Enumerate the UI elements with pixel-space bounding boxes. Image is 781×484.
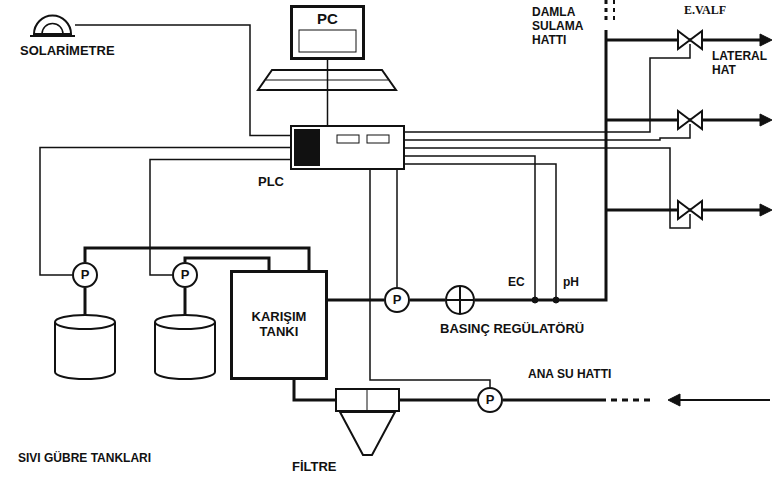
solarimeter-dome <box>34 16 71 35</box>
solarimeter-sensor <box>42 24 63 35</box>
pipe-connector <box>400 399 477 402</box>
pressure-regulator: BASINÇ REGÜLATÖRÜ <box>445 285 475 315</box>
drip-line-dashed <box>613 0 615 20</box>
filter-funnel <box>340 412 395 455</box>
fertilizer-tank <box>55 322 115 379</box>
solenoid-valve <box>678 31 690 49</box>
control-wire <box>327 60 329 125</box>
main-water-pipe <box>503 399 600 402</box>
filter-element <box>367 390 368 410</box>
lateral-arrow <box>760 204 772 216</box>
control-wire <box>150 160 290 276</box>
regulator-body <box>446 286 474 314</box>
solenoid-valve <box>690 201 702 219</box>
valve-wire <box>405 124 690 140</box>
ec-probe <box>532 297 538 303</box>
node-label: P <box>81 268 90 283</box>
control-wire <box>40 148 290 276</box>
plc-slot <box>367 135 389 143</box>
pipe-connector <box>85 248 309 270</box>
solarimeter-icon <box>30 12 75 38</box>
flow-arrow-line <box>678 399 770 401</box>
delivery-pipe <box>475 30 606 300</box>
filter: FİLTRE <box>335 388 400 412</box>
plc-detail <box>292 127 403 168</box>
pipe-label: LATERAL HAT <box>712 50 774 78</box>
pump: P <box>172 262 198 288</box>
control-wire <box>370 170 490 387</box>
plc-unit: PLC <box>290 125 405 170</box>
lateral-arrow <box>760 34 772 46</box>
control-wire <box>396 170 398 287</box>
solenoid-valve <box>678 201 690 219</box>
valve-wire <box>405 44 690 132</box>
solarimeter-base <box>30 35 75 37</box>
lateral-arrow <box>760 114 772 126</box>
fertilizer-tank-top <box>155 315 215 329</box>
pipe-connector <box>410 299 445 302</box>
node-label: P <box>181 268 190 283</box>
plc-module <box>294 129 320 166</box>
fertilizer-tank-top <box>55 315 115 329</box>
regulator-symbol <box>445 285 475 315</box>
pipe-connector <box>185 258 269 270</box>
node-label: PC <box>317 10 338 27</box>
pipe-connector <box>328 299 384 302</box>
sensor-wire <box>405 164 556 300</box>
suction-pipe <box>184 288 187 315</box>
plc-slot <box>337 135 359 143</box>
control-wire <box>75 25 290 136</box>
node-heading: PLC <box>258 175 284 190</box>
node-heading: BASINÇ REGÜLATÖRÜ <box>440 322 584 337</box>
pipe-connector <box>294 380 335 400</box>
regulator-cross <box>446 286 474 314</box>
pipe-label: ANA SU HATTI <box>528 368 611 382</box>
node-heading: SOLARİMETRE <box>20 44 115 59</box>
sensor-label: pH <box>563 276 579 290</box>
mixing-tank: KARIŞIM TANKI <box>230 270 328 380</box>
filter-detail <box>337 390 398 410</box>
solenoid-valve <box>678 111 690 129</box>
pump: P <box>384 287 410 313</box>
tank-label: SIVI GÜBRE TANKLARI <box>18 452 151 466</box>
screen-area <box>299 30 356 52</box>
pump: P <box>72 262 98 288</box>
computer-monitor: PC <box>290 5 365 60</box>
valve-wire <box>405 148 690 228</box>
suction-pipe <box>84 288 87 315</box>
sensor-wire <box>405 156 535 300</box>
node-label: P <box>486 393 495 408</box>
node-heading: FİLTRE <box>292 460 337 475</box>
fertilizer-tank <box>155 322 215 379</box>
solenoid-valve <box>690 31 702 49</box>
drip-line-dashed <box>605 0 608 20</box>
node-label: KARIŞIM TANKI <box>233 310 325 340</box>
solenoid-valve <box>690 111 702 129</box>
illustration-group <box>55 0 772 455</box>
main-water-pipe-dashed <box>600 399 650 402</box>
ph-probe <box>553 297 559 303</box>
sensor-label: EC <box>508 276 525 290</box>
node-label: P <box>393 293 402 308</box>
flow-arrow <box>668 394 680 406</box>
valve-label: E.VALF <box>684 4 726 18</box>
pipe-label: DAMLA SULAMA HATTI <box>532 6 600 47</box>
pump: P <box>477 387 503 413</box>
solarimeter: SOLARİMETRE <box>30 12 75 38</box>
